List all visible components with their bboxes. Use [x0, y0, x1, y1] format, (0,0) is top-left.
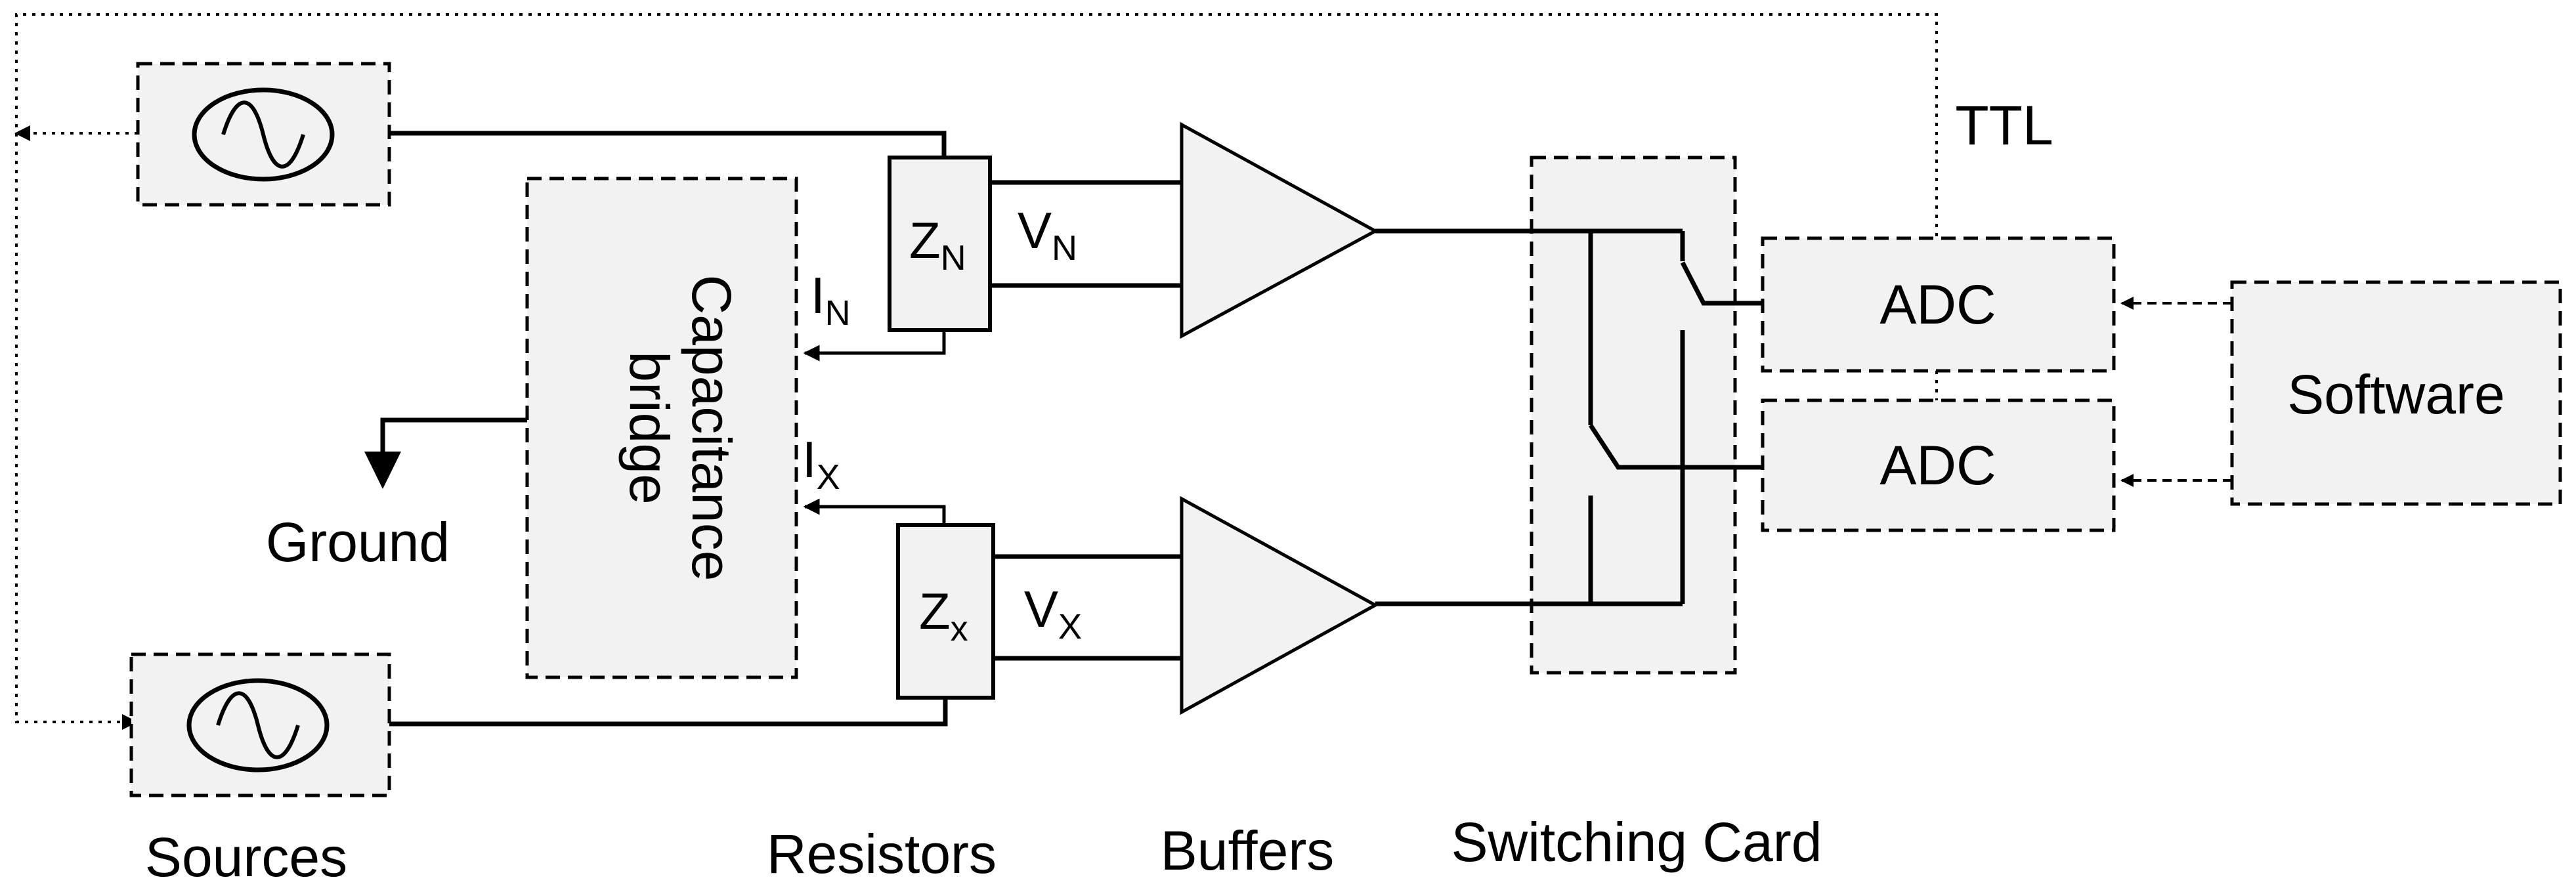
- zn-symbol: Z: [909, 211, 941, 269]
- switch-icon: [1680, 261, 1763, 306]
- current-ix-wire: [803, 498, 946, 525]
- arrow-to-bottom-source: [122, 714, 138, 730]
- zx-subscript: x: [951, 609, 968, 648]
- in-subscript: N: [825, 293, 851, 333]
- ttl-feedback-line: [14, 13, 1938, 730]
- wire-source-bottom: [389, 698, 948, 727]
- vn-subscript: N: [1052, 228, 1077, 268]
- svg-text:IX: IX: [802, 431, 840, 497]
- ttl-label: TTL: [1955, 95, 2053, 156]
- in-symbol: I: [811, 266, 825, 324]
- vx-subscript: X: [1058, 607, 1082, 646]
- resistor-zn: ZN: [888, 156, 992, 332]
- adc-bottom-label: ADC: [1879, 434, 1996, 496]
- wire-source-top: [389, 131, 947, 158]
- buffers-label: Buffers: [1161, 820, 1335, 881]
- svg-text:IN: IN: [811, 266, 851, 333]
- ix-subscript: X: [817, 457, 840, 497]
- svg-text:Zx: Zx: [919, 582, 968, 648]
- ground-label: Ground: [266, 511, 450, 573]
- switch-icon: [1589, 424, 1763, 470]
- adc-top-label: ADC: [1879, 274, 1996, 335]
- switching-card-label: Switching Card: [1451, 811, 1822, 873]
- source-bottom: [129, 652, 391, 797]
- zn-subscript: N: [941, 238, 966, 278]
- vx-symbol: V: [1024, 580, 1058, 638]
- sine-wave-icon: [186, 678, 330, 772]
- zx-symbol: Z: [919, 582, 951, 640]
- adc-top: ADC: [1761, 236, 2116, 373]
- source-top: [136, 62, 391, 207]
- svg-text:VX: VX: [1024, 580, 1082, 646]
- switching-card: [1375, 156, 1763, 675]
- resistor-zx: Zx: [896, 523, 995, 700]
- software-block: Software: [2230, 280, 2562, 506]
- capacitance-bridge-label-2: bridge: [618, 351, 680, 505]
- capacitance-bridge-label-1: Capacitance: [681, 275, 742, 581]
- capacitance-bridge: Capacitance bridge: [525, 177, 798, 679]
- vn-symbol: V: [1018, 201, 1052, 259]
- sine-wave-icon: [192, 87, 335, 182]
- svg-text:ZN: ZN: [909, 211, 966, 278]
- current-in-wire: [803, 330, 946, 362]
- arrow-to-top-source: [14, 125, 30, 141]
- adc-bottom: ADC: [1761, 398, 2116, 532]
- software-label: Software: [2287, 364, 2505, 425]
- ground-arrow-icon: [364, 417, 527, 489]
- sources-label: Sources: [145, 826, 347, 888]
- svg-text:VN: VN: [1018, 201, 1077, 268]
- resistors-label: Resistors: [767, 823, 997, 885]
- amplifier-triangle-icon: [1180, 121, 1379, 339]
- ix-symbol: I: [802, 431, 817, 488]
- amplifier-triangle-icon: [1180, 496, 1379, 715]
